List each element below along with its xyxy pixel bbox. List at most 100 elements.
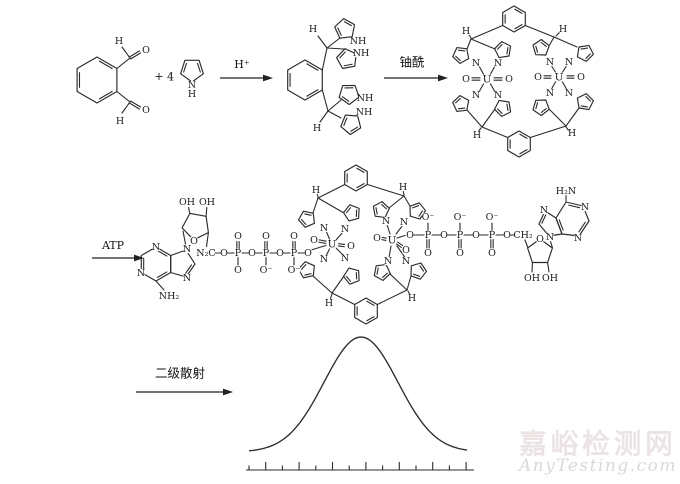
- atom-label-H₂N: H₂N: [556, 186, 576, 197]
- atom-label-bg: [462, 74, 470, 84]
- atom-label-bg: [472, 90, 480, 100]
- atom-label-N: N: [188, 80, 196, 91]
- atom-label-bg: [142, 105, 150, 115]
- bond: [565, 107, 580, 127]
- ring-double-bond: [382, 272, 388, 279]
- ring-double-bond: [343, 63, 353, 67]
- atom-label-bg: [357, 107, 371, 117]
- atom-label-OH: OH: [199, 197, 215, 208]
- ring-double-bond: [306, 89, 319, 97]
- atom-label-O: O: [304, 248, 312, 259]
- atom-label-O: O: [577, 72, 585, 83]
- pyrrole-ring: [297, 261, 315, 279]
- atom-label-bg: [400, 217, 408, 227]
- bond: [321, 89, 329, 112]
- ring-double-bond: [381, 203, 387, 210]
- ring-double-bond: [343, 21, 352, 27]
- atom-label-O: O: [402, 245, 410, 256]
- double-bond: [381, 236, 387, 239]
- atom-label-NH: NH: [356, 107, 373, 118]
- bond: [553, 36, 578, 48]
- bond: [470, 38, 496, 50]
- atom-label-H: H: [559, 24, 567, 35]
- atom-label-bg: [137, 268, 145, 278]
- atom-label-bg: [116, 116, 124, 126]
- bond: [396, 245, 406, 259]
- bond: [561, 64, 568, 74]
- atom-label-bg: [220, 248, 228, 258]
- atom-label-H: H: [325, 298, 333, 309]
- atom-label-H: H: [115, 36, 123, 47]
- atom-label-U: U: [328, 239, 337, 251]
- atom-label-H: H: [399, 182, 407, 193]
- atom-label-NH₂: NH₂: [159, 291, 180, 302]
- atom-label-bg: [290, 248, 298, 258]
- bond: [548, 36, 555, 47]
- benzene-ring: [76, 56, 118, 104]
- bond: [395, 224, 404, 235]
- ring-double-bond: [350, 126, 359, 132]
- atom-label-bg: [488, 248, 496, 258]
- atom-label-bg: [473, 130, 481, 140]
- arrow-atp: ATP: [92, 239, 144, 262]
- atom-label-O: O: [262, 231, 270, 242]
- atom-label-bg: [328, 239, 336, 249]
- bond: [182, 230, 187, 245]
- bond: [312, 275, 333, 294]
- pyrrole-ring: [340, 114, 362, 136]
- ring-double-bond: [535, 45, 539, 53]
- pyrrole-ring: [576, 93, 594, 111]
- atom-label-H: H: [462, 26, 470, 37]
- ring-double-bond: [98, 60, 113, 70]
- ring-double-bond: [455, 55, 461, 62]
- benzene-ring: [502, 5, 526, 33]
- atom-label-N: N: [565, 88, 573, 99]
- atom-label-O: O: [310, 235, 318, 246]
- atom-label-H: H: [116, 116, 124, 127]
- scattering-peak-chart: [246, 336, 474, 471]
- bond: [317, 35, 328, 49]
- ring-double-bond: [519, 133, 528, 139]
- gaussian-peak-curve: [248, 336, 468, 452]
- atom-label-bg: [309, 24, 317, 34]
- atom-label-N: N: [565, 57, 573, 68]
- atom-label-bg: [312, 185, 320, 195]
- atom-label-O: O: [142, 45, 150, 56]
- pyrrole-ring: [452, 47, 470, 64]
- bond: [116, 57, 131, 70]
- atom-label-bg: [248, 248, 256, 258]
- atom-label-bg: [152, 242, 160, 252]
- atom-label-OH: OH: [179, 197, 195, 208]
- atom-label-bg: [160, 291, 178, 301]
- ring-double-bond: [585, 53, 591, 59]
- bond: [481, 108, 496, 128]
- ring-double-bond: [306, 63, 319, 71]
- bond: [327, 99, 342, 112]
- atom-label-bg: [565, 88, 573, 98]
- bond: [317, 183, 346, 199]
- atom-label-P: P: [489, 230, 496, 241]
- ring-double-bond: [578, 221, 586, 233]
- benzene-ring: [354, 297, 378, 325]
- atom-label-OH: OH: [524, 273, 540, 284]
- atom-label-bg: [183, 244, 191, 254]
- atom-label-NH: NH: [350, 36, 367, 47]
- atom-label-bg: [505, 74, 513, 84]
- ring-double-bond: [568, 204, 581, 209]
- ring-double-bond: [412, 273, 421, 277]
- bond: [388, 245, 392, 259]
- ring-double-bond: [558, 219, 564, 231]
- atom-label-N: N: [494, 58, 502, 69]
- atom-label-N: N: [472, 90, 480, 101]
- atom-label-bg: [320, 254, 328, 264]
- double-bond: [130, 52, 142, 60]
- atom-label-N: N: [382, 216, 390, 227]
- atom-label-NH: NH: [357, 93, 374, 104]
- atom-label-N: N: [540, 205, 548, 216]
- ribose-ring: [181, 212, 209, 241]
- atom-label-O: O: [505, 74, 513, 85]
- atom-label-NH: NH: [353, 48, 370, 59]
- atom-label-N: N: [472, 58, 480, 69]
